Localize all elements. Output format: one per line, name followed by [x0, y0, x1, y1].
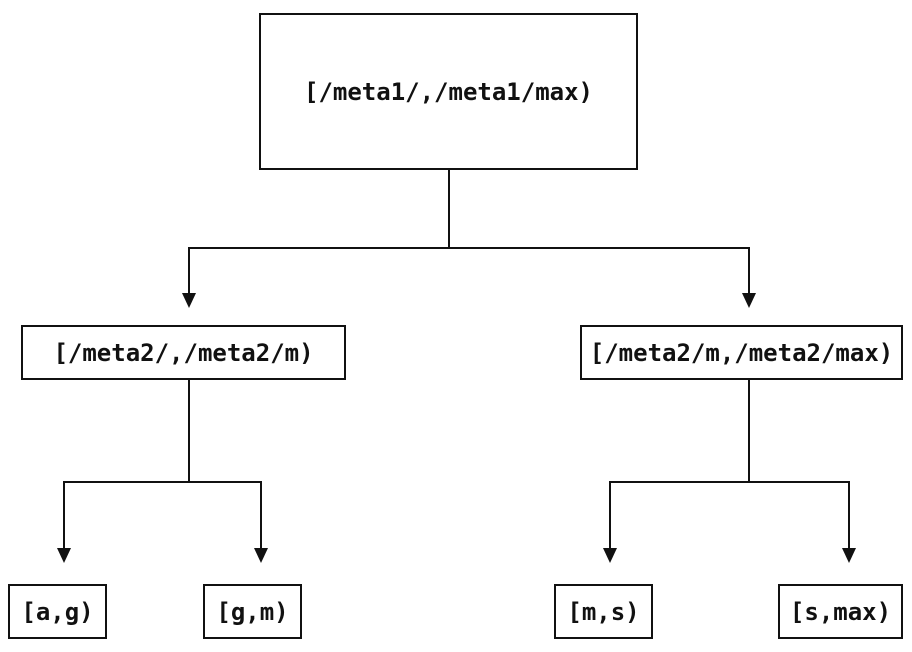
tree-node-label: [/meta2/m,/meta2/max) [589, 338, 894, 367]
tree-node-label: [g,m) [216, 597, 289, 626]
tree-leaf-ms: [m,s) [554, 584, 653, 639]
tree-node-label: [a,g) [21, 597, 94, 626]
tree-node-meta2-right: [/meta2/m,/meta2/max) [580, 325, 903, 380]
tree-node-label: [/meta1/,/meta1/max) [304, 77, 593, 106]
arrow-down-icon [254, 548, 268, 563]
arrow-down-icon [742, 293, 756, 308]
tree-node-meta2-left: [/meta2/,/meta2/m) [21, 325, 346, 380]
tree-node-label: [m,s) [567, 597, 640, 626]
tree-leaf-ag: [a,g) [8, 584, 107, 639]
tree-node-label: [/meta2/,/meta2/m) [53, 338, 314, 367]
tree-leaf-gm: [g,m) [203, 584, 302, 639]
arrow-down-icon [57, 548, 71, 563]
tree-node-root: [/meta1/,/meta1/max) [259, 13, 638, 170]
arrow-down-icon [842, 548, 856, 563]
arrow-down-icon [182, 293, 196, 308]
tree-leaf-smax: [s,max) [778, 584, 903, 639]
tree-node-label: [s,max) [789, 597, 892, 626]
arrow-down-icon [603, 548, 617, 563]
